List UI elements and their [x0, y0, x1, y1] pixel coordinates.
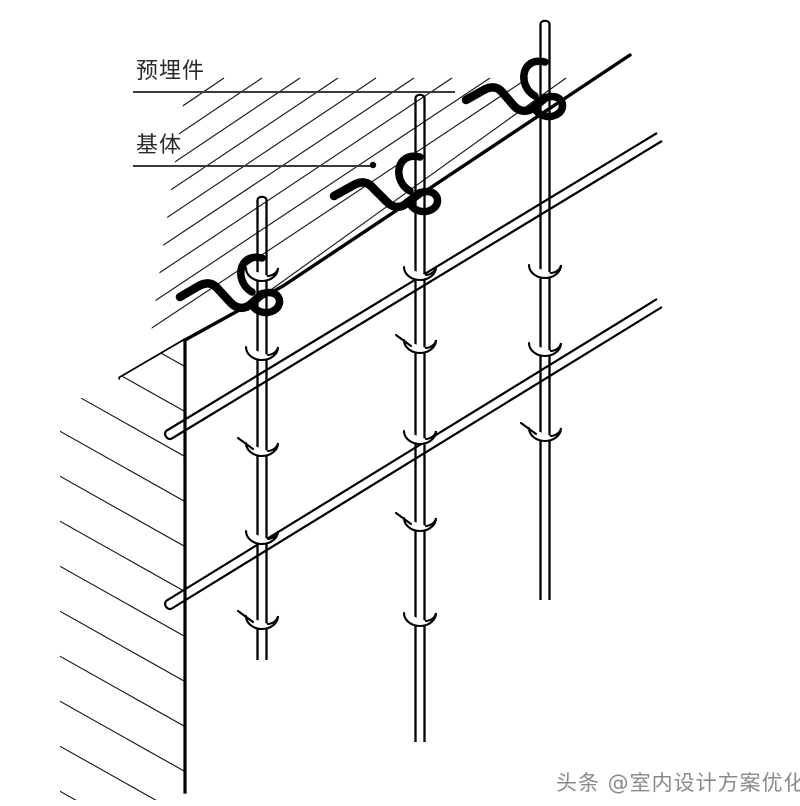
tie-wire: [519, 421, 563, 443]
label-embedded-part: 预埋件: [133, 59, 455, 93]
tie-wire: [244, 529, 280, 546]
tie-wire: [402, 611, 438, 628]
annotation-labels: 预埋件 基体: [133, 59, 455, 169]
tie-wires: [236, 263, 563, 631]
anchor-hook-right: [461, 57, 567, 121]
wall-front-face: [120, 340, 185, 792]
label-base-body-text: 基体: [136, 133, 182, 158]
wall-base-body: [60, 53, 632, 800]
wall-top-face: [150, 55, 630, 340]
tie-wire: [236, 436, 280, 458]
tie-wire: [402, 429, 438, 446]
tie-wire: [236, 609, 280, 631]
anchor-hook-middle: [329, 152, 442, 216]
tie-wire: [244, 345, 280, 362]
anchor-hook-left: [175, 253, 284, 317]
label-base-body: 基体: [133, 133, 377, 169]
tie-wire: [402, 265, 438, 282]
tie-wire: [527, 263, 563, 280]
wall-front-hatching: [60, 340, 185, 800]
tie-wire: [527, 341, 563, 358]
watermark-text: 头条 @室内设计方案优化: [556, 771, 800, 795]
embedded-anchor-hooks: [175, 57, 567, 317]
tie-wire: [244, 266, 280, 283]
label-embedded-part-text: 预埋件: [136, 59, 205, 84]
label-base-body-leader-dot: [369, 161, 377, 169]
tie-wire: [394, 333, 438, 355]
tie-wire: [394, 511, 438, 533]
